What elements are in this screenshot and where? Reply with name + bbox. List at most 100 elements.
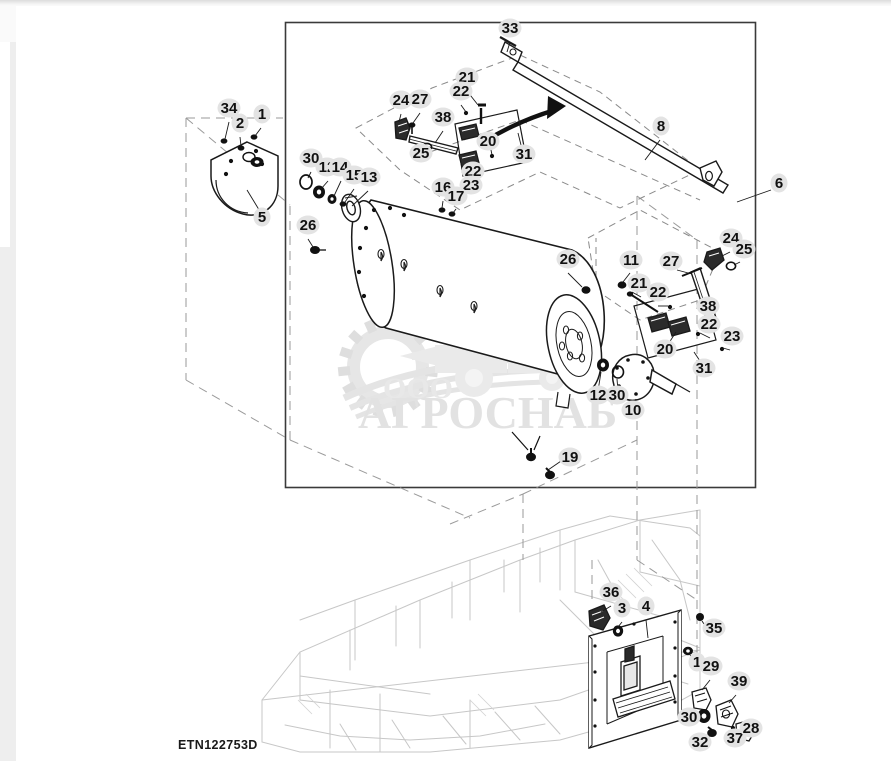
callout-number: 38 xyxy=(435,109,452,126)
part-25-clip-right xyxy=(725,261,737,271)
callout-number: 10 xyxy=(625,402,642,419)
callout-number: 6 xyxy=(775,175,783,192)
callout-number: 2 xyxy=(236,115,244,132)
callout-number: 31 xyxy=(516,146,533,163)
callout-26: 26 xyxy=(296,215,320,235)
callout-19: 19 xyxy=(558,447,582,467)
callout-34: 34 xyxy=(217,98,241,118)
callout-24: 24 xyxy=(389,90,413,110)
callout-26: 26 xyxy=(556,249,580,269)
callout-5: 5 xyxy=(253,207,271,227)
callout-number: 22 xyxy=(453,83,470,100)
callout-halo xyxy=(605,385,629,405)
part-20-clamp-right xyxy=(647,312,691,337)
callout-number: 22 xyxy=(650,284,667,301)
callout-6: 6 xyxy=(770,173,788,193)
part-4-panel-holes xyxy=(593,620,677,728)
callout-39: 39 xyxy=(727,671,751,691)
callout-27: 27 xyxy=(659,251,683,271)
callout-number: 19 xyxy=(562,449,579,466)
part-38-rod-upper xyxy=(408,135,459,155)
callout-halo xyxy=(231,113,249,133)
callout-number: 21 xyxy=(631,275,648,292)
callout-number: 26 xyxy=(560,251,577,268)
callout-11: 11 xyxy=(619,250,643,270)
part-5-shield xyxy=(210,141,279,216)
callout-halo xyxy=(659,251,683,271)
callout-halo xyxy=(558,447,582,467)
callout-number: 5 xyxy=(258,209,266,226)
part-number-label: ETN122753D xyxy=(178,738,258,752)
part-16-17-bolts xyxy=(438,207,456,217)
callout-27: 27 xyxy=(408,89,432,109)
callout-number: 30 xyxy=(681,709,698,726)
callout-halo xyxy=(732,239,756,259)
callout-number: 30 xyxy=(609,387,626,404)
callout-halo xyxy=(556,249,580,269)
callout-4: 4 xyxy=(637,596,655,616)
part-20-clamp-upper xyxy=(458,123,480,168)
part-26-right-plug xyxy=(581,286,591,294)
callout-halo xyxy=(677,707,701,727)
part-24-bracket-upper xyxy=(394,117,411,141)
callout-23: 23 xyxy=(459,175,483,195)
callout-number: 13 xyxy=(361,169,378,186)
callout-30: 30 xyxy=(605,385,629,405)
callout-halo xyxy=(646,282,670,302)
callout-30: 30 xyxy=(677,707,701,727)
part-8-linkage-bar xyxy=(499,36,729,194)
callout-number: 27 xyxy=(412,91,429,108)
callout-number: 1 xyxy=(258,106,266,123)
callout-number: 17 xyxy=(448,188,465,205)
part-31-plate-right xyxy=(633,287,717,359)
callout-halo xyxy=(461,161,485,181)
callout-halo xyxy=(449,81,473,101)
callout-halo xyxy=(653,339,677,359)
part-30c-washer xyxy=(697,709,711,723)
callout-number: 27 xyxy=(663,253,680,270)
callout-number: 34 xyxy=(221,100,238,117)
callout-number: 11 xyxy=(623,252,639,269)
watermark-line2: АГРОСНАБ xyxy=(358,387,617,438)
callout-number: 12 xyxy=(590,387,607,404)
callout-halo xyxy=(459,175,483,195)
callout-36: 36 xyxy=(599,582,623,602)
callout-halo xyxy=(723,728,747,748)
callout-halo xyxy=(253,104,271,124)
callout-halo xyxy=(444,186,468,206)
callout-halo xyxy=(621,400,645,420)
callout-halo xyxy=(739,718,763,738)
part-3-washer xyxy=(612,625,624,637)
part-1b-nut xyxy=(683,646,693,656)
callout-halo xyxy=(217,98,241,118)
callout-17: 17 xyxy=(444,186,468,206)
callout-halo xyxy=(389,90,413,110)
part-29-clamp xyxy=(691,687,712,711)
part-27-pin-upper xyxy=(408,122,416,134)
callout-number: 37 xyxy=(727,730,744,747)
callout-halo xyxy=(702,618,726,638)
callout-halo xyxy=(253,207,271,227)
callout-halo xyxy=(512,144,536,164)
callout-number: 32 xyxy=(692,734,709,751)
motion-arrow xyxy=(484,96,566,143)
callout-1: 1 xyxy=(253,104,271,124)
callout-number: 30 xyxy=(303,150,320,167)
window-left-chrome-top xyxy=(0,6,16,42)
callout-number: 26 xyxy=(300,217,317,234)
callout-35: 35 xyxy=(702,618,726,638)
callout-28: 28 xyxy=(739,718,763,738)
callout-halo xyxy=(637,596,655,616)
part-26-left-plug xyxy=(310,246,326,254)
drum-surface-marks xyxy=(377,248,478,314)
callout-38: 38 xyxy=(696,296,720,316)
callout-number: 39 xyxy=(731,673,748,690)
callout-number: 36 xyxy=(603,584,620,601)
callout-halo xyxy=(409,143,433,163)
part-main-drum xyxy=(350,199,606,381)
callout-22: 22 xyxy=(449,81,473,101)
part-24-bracket-right xyxy=(703,247,725,271)
callout-25: 25 xyxy=(409,143,433,163)
part-35-bolt xyxy=(696,613,704,621)
